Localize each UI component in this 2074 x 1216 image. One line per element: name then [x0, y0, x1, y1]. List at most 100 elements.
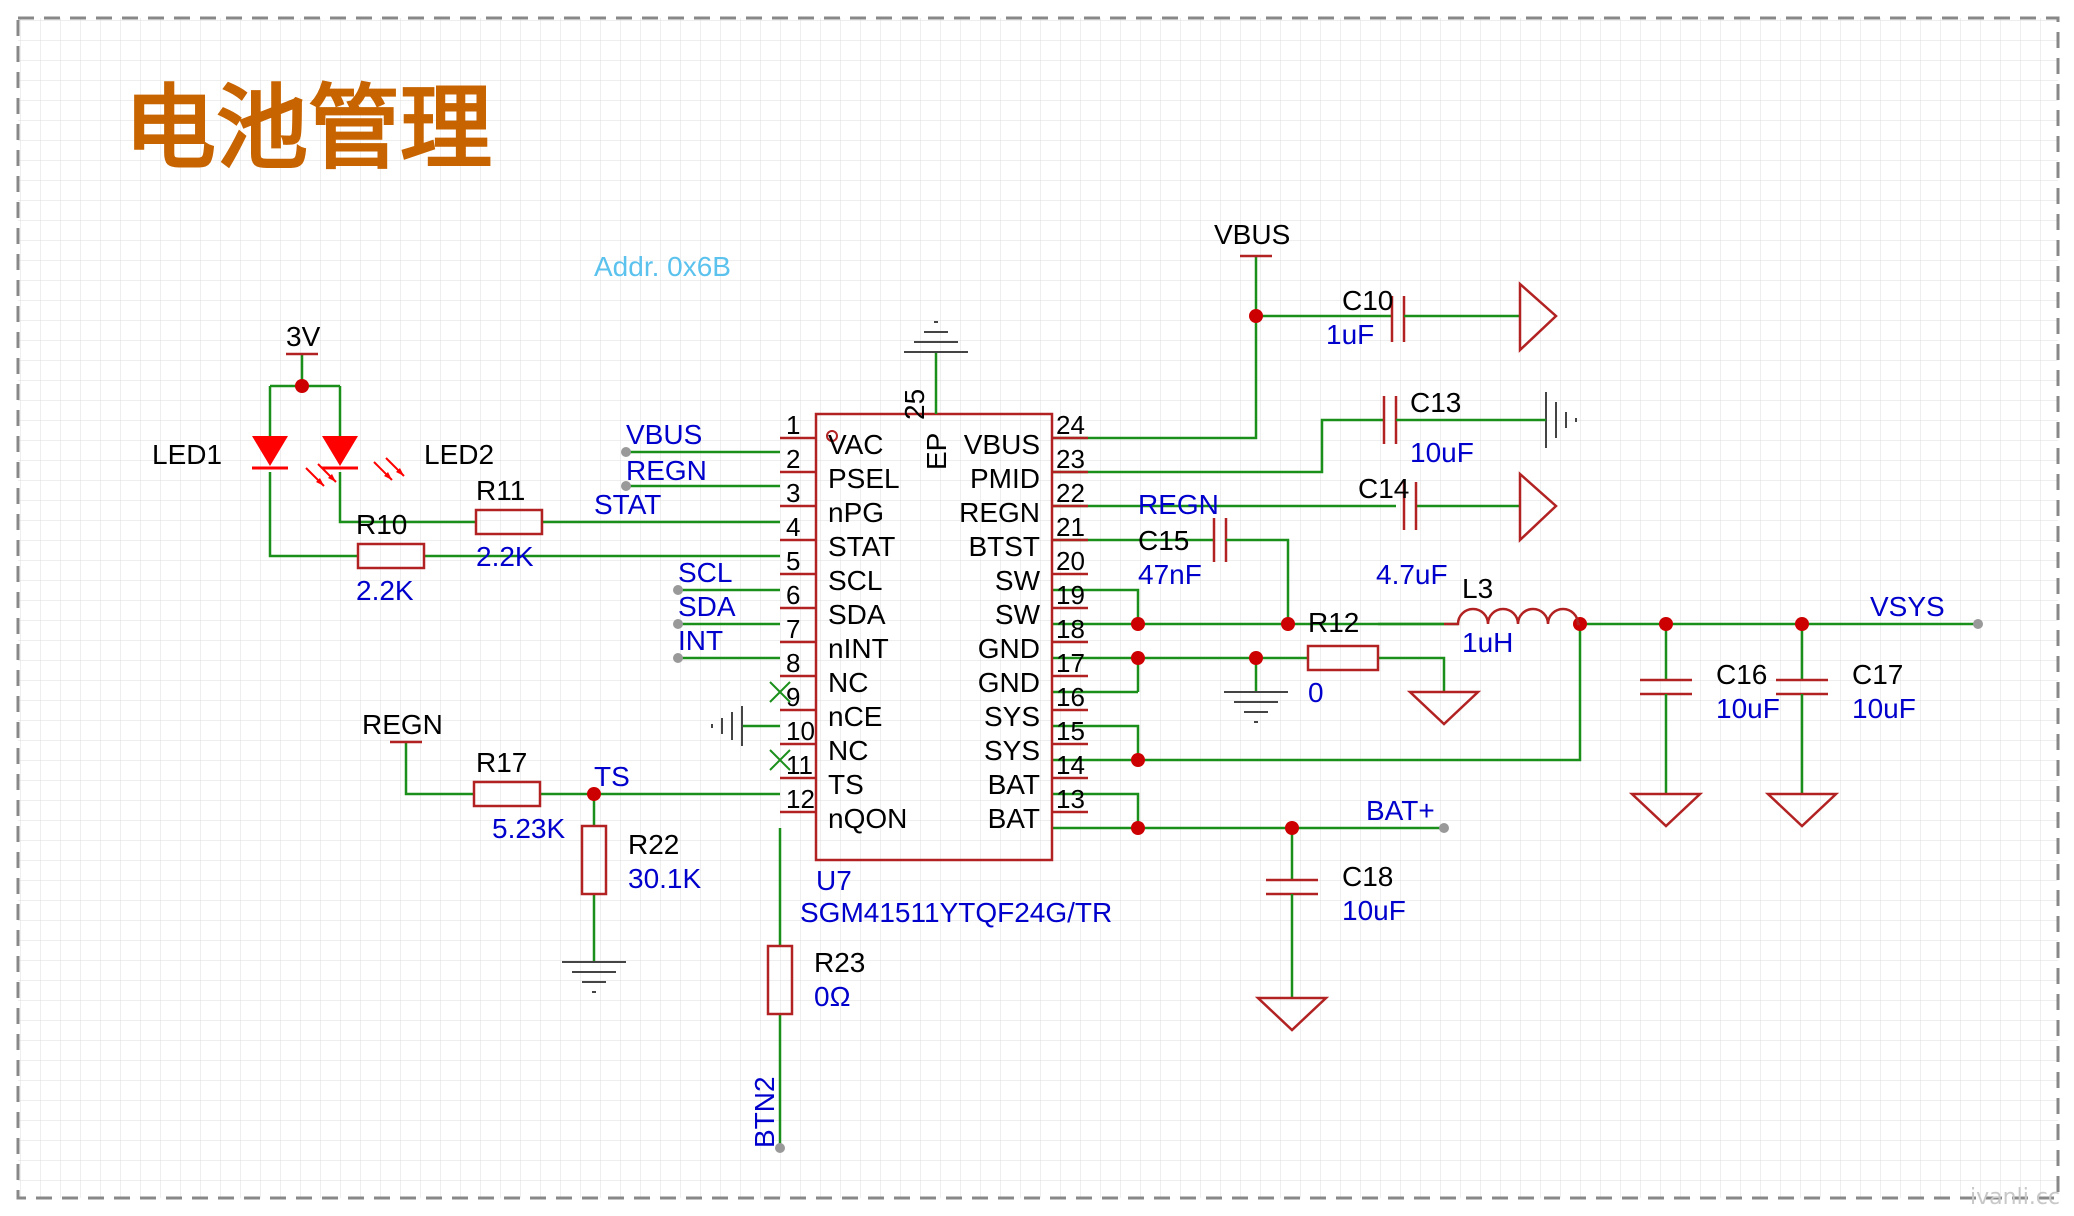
c18-ref: C18 — [1342, 861, 1393, 892]
r12-ref: R12 — [1308, 607, 1359, 638]
ic-pin-name: PSEL — [828, 463, 900, 494]
cap-lead-wires — [1226, 314, 1804, 908]
ic-pin-name: SCL — [828, 565, 882, 596]
net-sda: SDA — [678, 591, 736, 622]
r10-body — [356, 542, 426, 570]
c18-ground-icon — [1254, 996, 1330, 1032]
ep-label: EP — [921, 433, 952, 470]
c18-value: 10uF — [1342, 895, 1406, 926]
ic-pin-name: BAT — [988, 803, 1040, 834]
ic-pin-name: TS — [828, 769, 864, 800]
r22-ground-icon — [562, 961, 626, 993]
ic-pin-name: nPG — [828, 497, 884, 528]
r17-ref: R17 — [476, 747, 527, 778]
c14-ref: C14 — [1358, 473, 1409, 504]
net-vsys: VSYS — [1870, 591, 1945, 622]
sheet-border — [16, 16, 2060, 1200]
led1-icon — [252, 436, 288, 466]
ic-pin-name: REGN — [959, 497, 1040, 528]
led1-ref: LED1 — [152, 439, 222, 470]
c15-value: 47nF — [1138, 559, 1202, 590]
ic-pin-name: nCE — [828, 701, 882, 732]
r10-ref: R10 — [356, 509, 407, 540]
c10-value: 1uF — [1326, 319, 1374, 350]
ic-pin-name: VBUS — [964, 429, 1040, 460]
ic-pin-labels: 1VAC2PSEL3nPG4STAT5SCL6SDA7nINT8NC9nCE10… — [786, 410, 1085, 834]
net-int: INT — [678, 625, 723, 656]
c10-body — [1390, 296, 1406, 342]
pin1-marker — [826, 430, 838, 442]
ic-pin-number: 24 — [1056, 410, 1085, 440]
ic-pin-number: 6 — [786, 580, 800, 610]
net-regn-r17: REGN — [362, 709, 443, 740]
ic-pin-number: 17 — [1056, 648, 1085, 678]
ic-pin-number: 16 — [1056, 682, 1085, 712]
inductor-coil-icon — [1444, 607, 1580, 626]
ic-pin-number: 11 — [786, 750, 813, 780]
c14-body — [1402, 482, 1418, 530]
c16-ground-icon — [1628, 792, 1704, 828]
c14-value: 4.7uF — [1376, 559, 1448, 590]
ic-pin-name: nINT — [828, 633, 889, 664]
c13-ref: C13 — [1410, 387, 1461, 418]
l3-value: 1uH — [1462, 627, 1513, 658]
r23-ref: R23 — [814, 947, 865, 978]
r22-value: 30.1K — [628, 863, 701, 894]
ic-pin-name: BAT — [988, 769, 1040, 800]
ic-pin-name: NC — [828, 735, 868, 766]
r11-ref: R11 — [476, 475, 525, 506]
ground-bars — [562, 392, 1577, 993]
ic-pin-number: 9 — [786, 682, 800, 712]
nce-ground-icon — [711, 706, 743, 746]
r23-body — [766, 944, 794, 1016]
ic-pin-name: SDA — [828, 599, 886, 630]
ic-pin-name: NC — [828, 667, 868, 698]
net-3v: 3V — [286, 321, 321, 352]
led-section: 3V LED1 LED2 — [152, 321, 494, 487]
net-bat: BAT+ — [1366, 795, 1435, 826]
ic-pin-number: 4 — [786, 512, 800, 542]
r22-ref: R22 — [628, 829, 679, 860]
net-regn-in: REGN — [626, 455, 707, 486]
ic-pin-name: SYS — [984, 701, 1040, 732]
ic-pin-name: SYS — [984, 735, 1040, 766]
ep-num: 25 — [899, 389, 930, 420]
ic-pin-number: 22 — [1056, 478, 1085, 508]
capacitor-bodies — [1212, 296, 1828, 896]
c17-ref: C17 — [1852, 659, 1903, 690]
c16-ref: C16 — [1716, 659, 1767, 690]
address-note: Addr. 0x6B — [594, 251, 731, 282]
ic-pin-number: 15 — [1056, 716, 1085, 746]
ic-pin-number: 5 — [786, 546, 800, 576]
r12-ground-icon — [1406, 690, 1482, 726]
ic-pin-name: SW — [995, 599, 1041, 630]
ic-pin-name: GND — [978, 667, 1040, 698]
c17-value: 10uF — [1852, 693, 1916, 724]
c14-ground-icon — [1518, 471, 1558, 543]
l3-inductor: L3 1uH — [1444, 573, 1580, 658]
c15-ref: C15 — [1138, 525, 1189, 556]
c16-value: 10uF — [1716, 693, 1780, 724]
net-regn-out: REGN — [1138, 489, 1219, 520]
watermark: ivanli.cc — [1970, 1185, 2060, 1210]
ic-ref: U7 — [816, 865, 852, 896]
ic-pin-name: BTST — [968, 531, 1040, 562]
grid-background — [18, 18, 2058, 1198]
l3-ref: L3 — [1462, 573, 1493, 604]
ic-pin-number: 19 — [1056, 580, 1085, 610]
r10-value: 2.2K — [356, 575, 414, 606]
net-vbus-in: VBUS — [626, 419, 702, 450]
sheet-title: 电池管理 — [124, 75, 492, 182]
net-stat: STAT — [594, 489, 661, 520]
net-labels: VBUS REGN STAT SCL SDA INT TS REGN VSYS … — [594, 419, 1945, 1148]
r22-body — [580, 824, 608, 896]
ic-u7: 1VAC2PSEL3nPG4STAT5SCL6SDA7nINT8NC9nCE10… — [780, 321, 1112, 928]
c17-ground-icon — [1764, 792, 1840, 828]
r11-body — [474, 508, 544, 536]
net-scl: SCL — [678, 557, 732, 588]
ic-pin-number: 18 — [1056, 614, 1085, 644]
ic-part: SGM41511YTQF24G/TR — [800, 897, 1112, 928]
ic-pin-number: 10 — [786, 716, 815, 746]
net-ts: TS — [594, 761, 630, 792]
ic-pin-number: 7 — [786, 614, 800, 644]
